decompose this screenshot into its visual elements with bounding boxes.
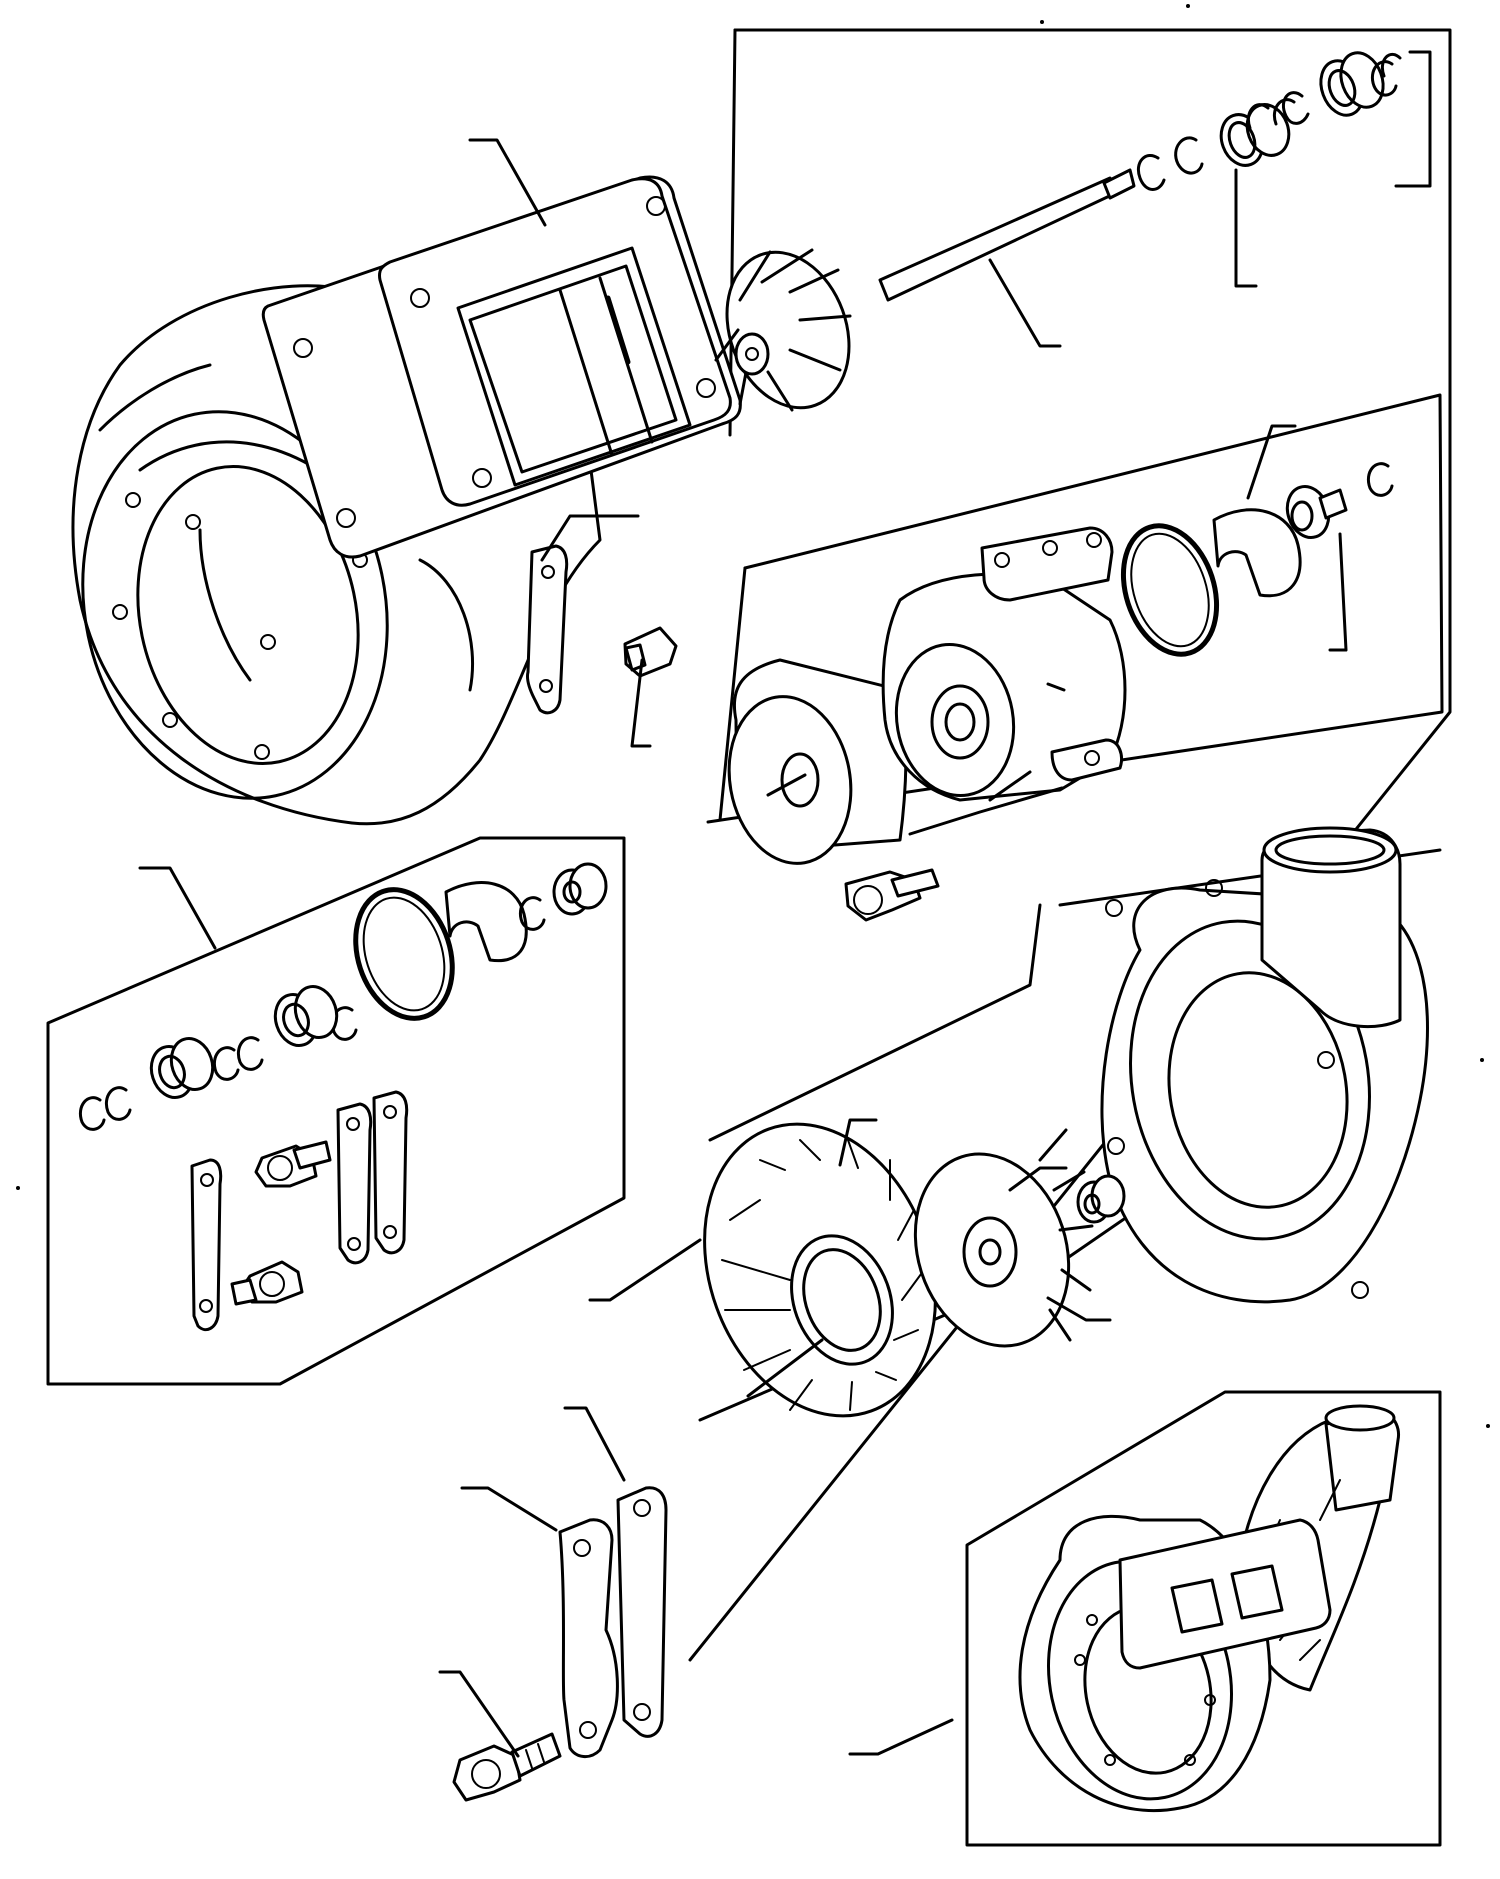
callout-leaders (138, 138, 1297, 1758)
lock-plates-and-bolt (452, 1486, 668, 1802)
turbine-lock-plate (526, 544, 569, 715)
turbine-wheel-shaft (714, 168, 1136, 412)
center-housing (727, 526, 1127, 865)
bearing-parts-row (1137, 50, 1432, 288)
center-housing-seals (1120, 462, 1394, 657)
complete-turbocharger (1018, 1404, 1400, 1813)
complete-turbocharger-frame (965, 1390, 1442, 1847)
repair-kit-contents (79, 862, 608, 1332)
compressor-backplate (703, 1122, 937, 1418)
compressor-housing (1100, 826, 1429, 1304)
scan-specks (16, 4, 1490, 1428)
turbine-housing (71, 175, 742, 826)
repair-kit-frame (46, 836, 626, 1386)
hex-bolts (623, 626, 940, 922)
compressor-wheel (913, 1128, 1126, 1348)
